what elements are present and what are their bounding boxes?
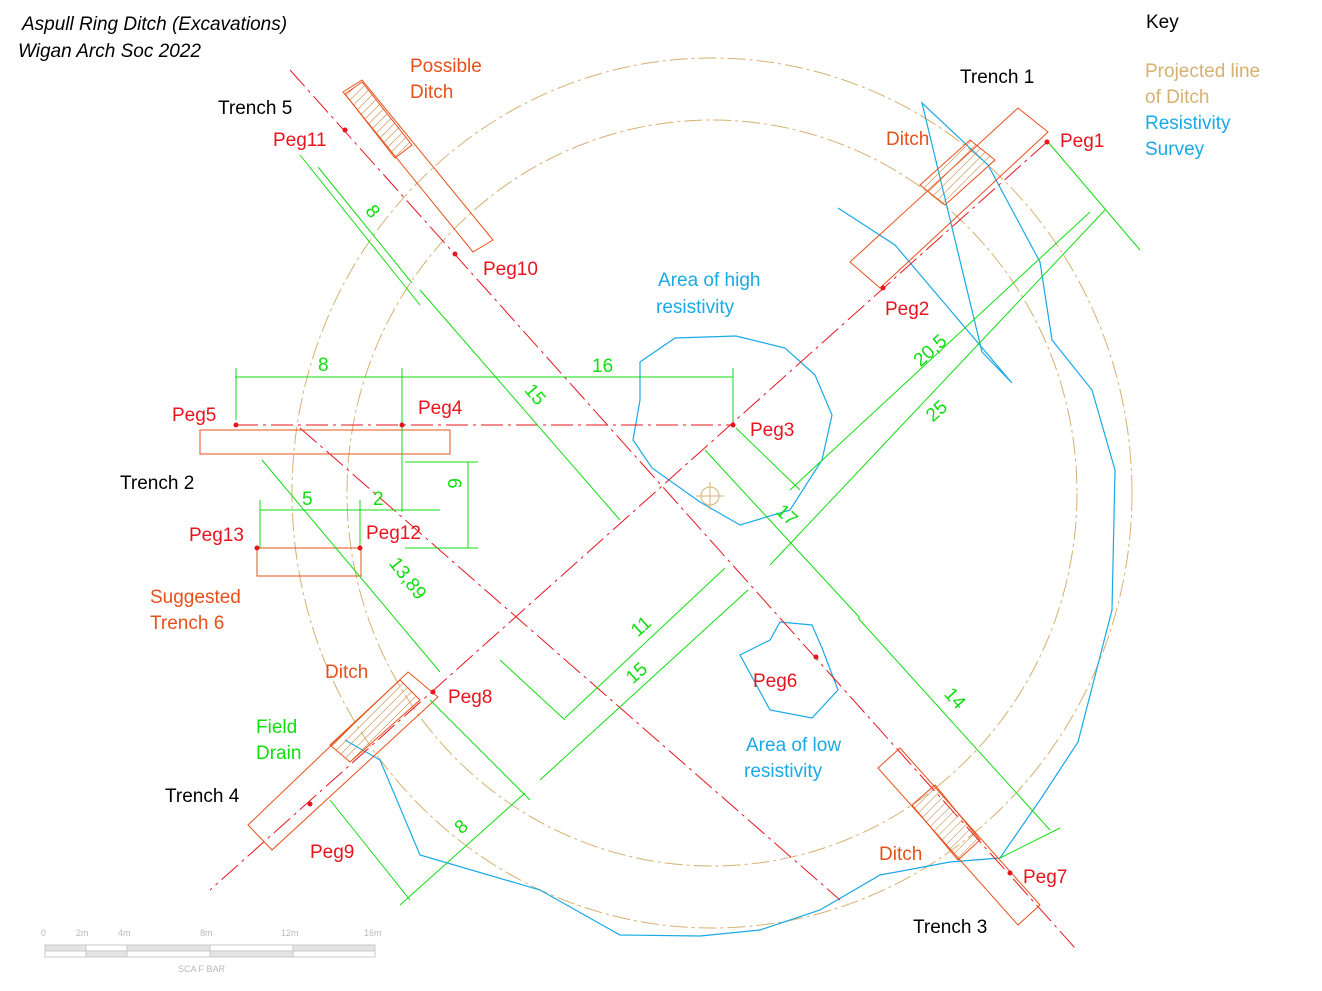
peg2-label: Peg2 bbox=[885, 299, 929, 320]
peg10-point bbox=[452, 251, 458, 257]
key-projected-line-1: Projected line bbox=[1145, 61, 1260, 82]
peg9-label: Peg9 bbox=[310, 842, 354, 863]
dim-25: 25 bbox=[922, 397, 952, 427]
high-resistivity-line-2: resistivity bbox=[656, 297, 735, 318]
dim-8-top: 8 bbox=[318, 355, 329, 376]
peg1-label: Peg1 bbox=[1060, 131, 1104, 152]
peg13-point bbox=[254, 545, 260, 551]
low-resistivity-line-2: resistivity bbox=[744, 761, 823, 782]
trench-4-ditch-hatch bbox=[329, 679, 421, 763]
low-resistivity-line-1: Area of low bbox=[746, 735, 841, 756]
trench-3-outline bbox=[877, 747, 1041, 926]
trench-outlines bbox=[199, 79, 1049, 926]
ditch-inner-circle bbox=[346, 119, 1078, 867]
peg12-label: Peg12 bbox=[366, 523, 421, 544]
peg4-label: Peg4 bbox=[418, 398, 463, 419]
scale-tick-0: 0 bbox=[41, 928, 46, 938]
trench-6-outline bbox=[256, 547, 362, 577]
trench-5-ditch-hatch bbox=[344, 81, 413, 159]
peg6-label: Peg6 bbox=[753, 671, 797, 692]
peg3-point bbox=[730, 422, 736, 428]
key-projected-line-2: of Ditch bbox=[1145, 87, 1209, 108]
key-resistivity-1: Resistivity bbox=[1145, 113, 1231, 134]
key-heading: Key bbox=[1146, 12, 1179, 33]
low-resistivity-area bbox=[739, 621, 839, 719]
peg6-point bbox=[813, 654, 819, 660]
ditch-outer-circle bbox=[291, 57, 1133, 929]
trench-2-label: Trench 2 bbox=[120, 473, 194, 494]
peg7-label: Peg7 bbox=[1023, 867, 1067, 888]
ditch-label-trench-3: Ditch bbox=[879, 844, 922, 865]
suggested-trench-line-2: Trench 6 bbox=[150, 613, 224, 634]
scale-tick-12m: 12m bbox=[281, 928, 299, 938]
resistivity-boundary bbox=[344, 101, 1116, 937]
ditch-label-trench-1: Ditch bbox=[886, 129, 929, 150]
dim-8-lower: 8 bbox=[451, 816, 473, 839]
dim-8-trench5: 8 bbox=[361, 201, 384, 222]
peg-points bbox=[233, 127, 1050, 876]
possible-ditch-line-1: Possible bbox=[410, 56, 482, 77]
trench-4-label: Trench 4 bbox=[165, 786, 240, 807]
peg10-label: Peg10 bbox=[483, 259, 538, 280]
dim-15-upper: 15 bbox=[520, 380, 550, 410]
field-drain-line-1: Field bbox=[256, 717, 297, 738]
baseline-trench2-peg7 bbox=[299, 427, 841, 901]
projected-ditch-lines bbox=[291, 57, 1133, 929]
high-resistivity-area bbox=[632, 335, 833, 526]
scale-tick-4m: 4m bbox=[118, 928, 131, 938]
peg11-point bbox=[342, 127, 348, 133]
trench-5-label: Trench 5 bbox=[218, 98, 292, 119]
scale-tick-16m: 16m bbox=[364, 928, 382, 938]
dim-14: 14 bbox=[940, 684, 970, 714]
trench-3-ditch-hatch bbox=[911, 784, 981, 861]
high-resistivity-line-1: Area of high bbox=[658, 270, 760, 291]
dim-13-89: 13,89 bbox=[384, 554, 430, 604]
peg5-point bbox=[233, 422, 239, 428]
suggested-trench-line-1: Suggested bbox=[150, 587, 241, 608]
diagram-title: Aspull Ring Ditch (Excavations) bbox=[21, 14, 287, 35]
trench-5-outline bbox=[342, 79, 494, 253]
field-drain-line-2: Drain bbox=[256, 743, 301, 764]
peg3-label: Peg3 bbox=[750, 420, 794, 441]
ditch-label-trench-4: Ditch bbox=[325, 662, 368, 683]
diagram-subtitle: Wigan Arch Soc 2022 bbox=[18, 41, 201, 62]
peg7-point bbox=[1007, 870, 1013, 876]
trench-1-ditch-hatch bbox=[919, 139, 996, 206]
peg8-point bbox=[430, 689, 436, 695]
peg8-label: Peg8 bbox=[448, 687, 492, 708]
trench-2-outline bbox=[199, 429, 451, 455]
dim-20-5: 20,5 bbox=[910, 331, 952, 371]
trench-1-label: Trench 1 bbox=[960, 67, 1034, 88]
dim-5: 5 bbox=[302, 489, 313, 510]
resistivity-survey bbox=[344, 101, 1116, 937]
peg12-point bbox=[357, 545, 363, 551]
dim-6: 6 bbox=[443, 478, 464, 489]
key-resistivity-2: Survey bbox=[1145, 139, 1205, 160]
baseline-peg1-peg9 bbox=[209, 141, 1048, 891]
peg4-point bbox=[399, 422, 405, 428]
scale-tick-2m: 2m bbox=[76, 928, 89, 938]
peg13-label: Peg13 bbox=[189, 525, 244, 546]
dim-2: 2 bbox=[373, 489, 384, 510]
peg5-label: Peg5 bbox=[172, 405, 216, 426]
centre-marker bbox=[696, 482, 724, 510]
scale-bar: 0 2m 4m 8m 12m 16m SCA F BAR bbox=[41, 928, 382, 974]
possible-ditch-line-2: Ditch bbox=[410, 82, 453, 103]
scale-bar-label: SCA F BAR bbox=[178, 964, 226, 974]
dim-16: 16 bbox=[592, 356, 613, 377]
trench-3-label: Trench 3 bbox=[913, 917, 987, 938]
dim-15-lower: 15 bbox=[622, 659, 652, 689]
dimension-lines bbox=[235, 141, 1141, 906]
peg11-label: Peg11 bbox=[273, 130, 327, 151]
scale-tick-8m: 8m bbox=[200, 928, 213, 938]
peg2-point bbox=[880, 285, 886, 291]
peg1-point bbox=[1044, 139, 1050, 145]
peg9-point bbox=[307, 801, 313, 807]
dim-17: 17 bbox=[771, 501, 801, 531]
